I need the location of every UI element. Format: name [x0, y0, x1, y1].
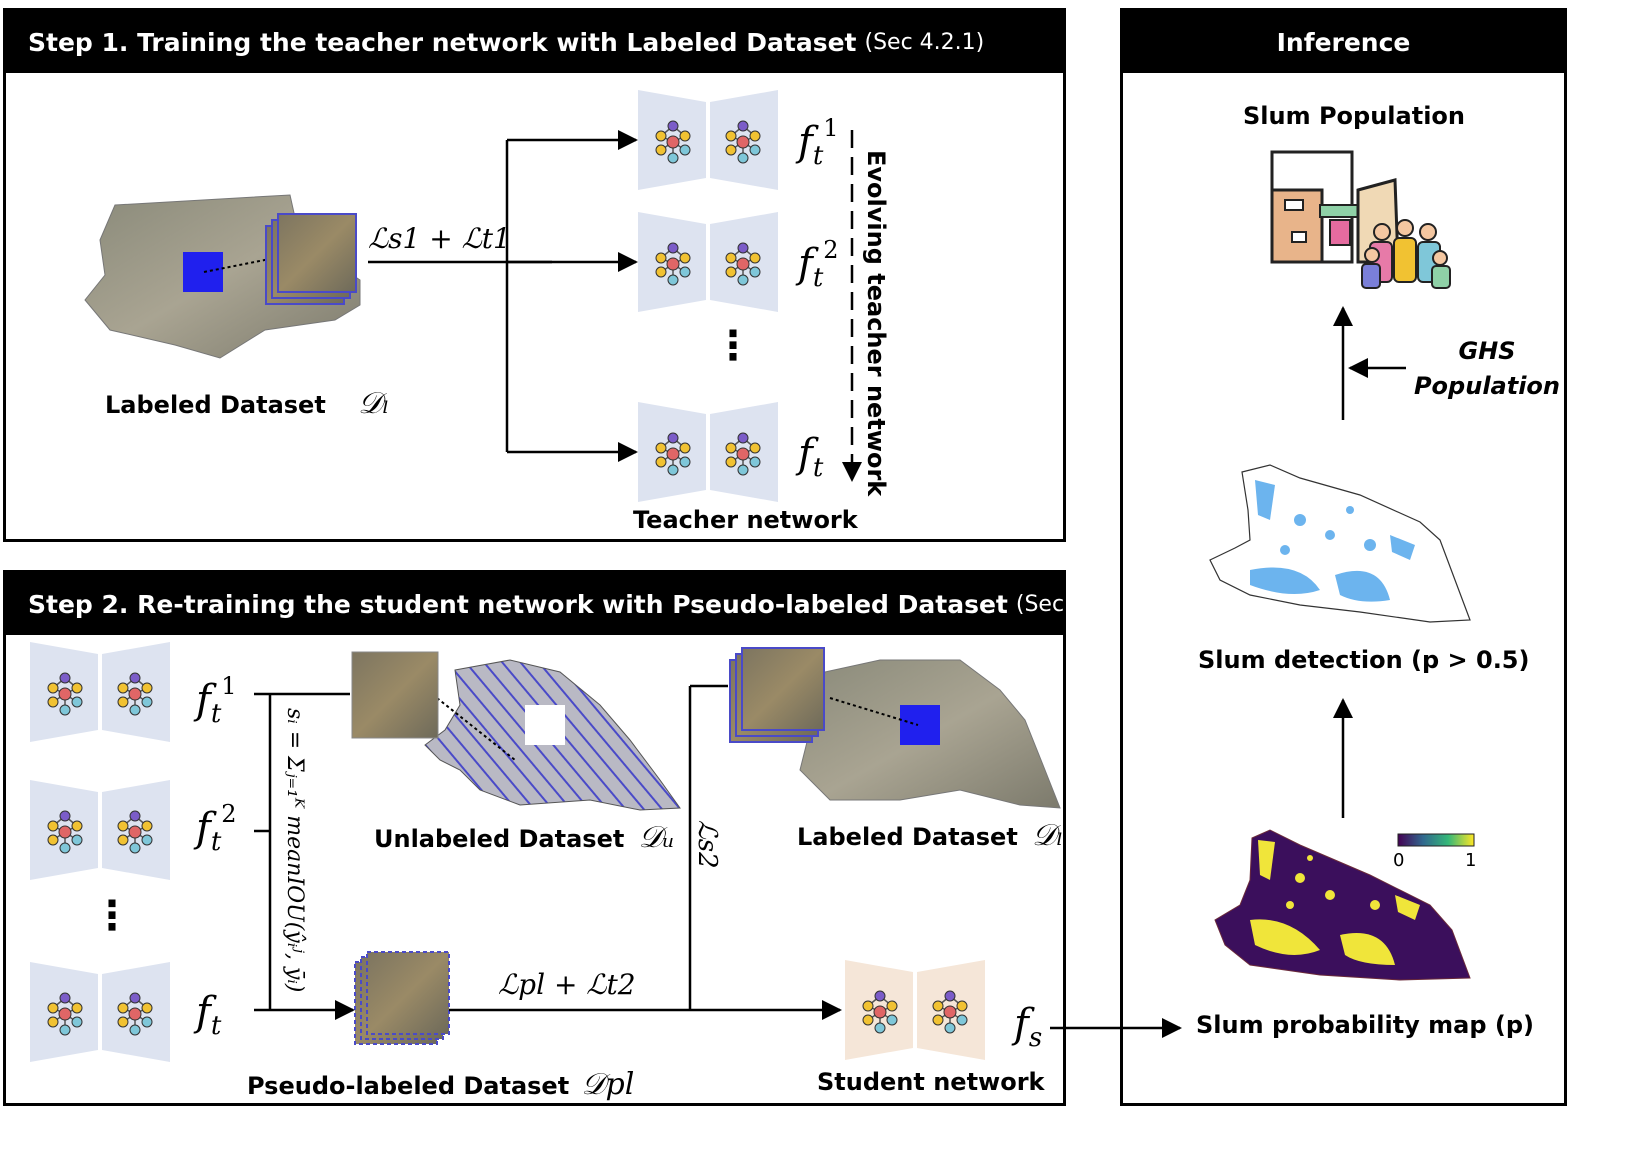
step1-ellipsis: ⋮ [713, 323, 753, 369]
step2-teacher-final [30, 962, 170, 1062]
unlabeled-text: Unlabeled Dataset [374, 825, 625, 853]
step2-labeled-map [729, 647, 1061, 809]
step2-labeled-dataset-label: Labeled Dataset 𝒟ₗ [797, 818, 1063, 853]
step1-arrows [368, 130, 862, 482]
step2-title: Step 2. Re-training the student network … [28, 589, 1008, 619]
step2-f1: f [196, 677, 211, 723]
colorbar-max: 1 [1465, 850, 1477, 871]
pseudo-dataset-label: Pseudo-labeled Dataset 𝒟pl [247, 1067, 634, 1102]
ghs-line1: GHS [1458, 337, 1516, 365]
step1-highlight-box [183, 252, 223, 292]
step2-sup-2: 2 [221, 800, 237, 828]
step2-sub-1: t [210, 699, 222, 729]
step2-teacher-label-2: ft2 [196, 802, 237, 857]
unlabeled-symbol: 𝒟ᵤ [638, 820, 675, 855]
student-network-label: Student network [817, 1068, 1045, 1096]
student-f: f [1014, 1001, 1029, 1047]
step2-sup-1: 1 [221, 672, 237, 700]
teacher-network-label: Teacher network [633, 506, 858, 534]
step1-section: (Sec 4.2.1) [864, 29, 985, 55]
pseudo-labeled-stack [354, 951, 450, 1045]
step1-title: Step 1. Training the teacher network wit… [28, 27, 857, 57]
step2-labeled-symbol: 𝒟ₗ [1032, 818, 1064, 853]
teacher-network-2 [638, 212, 778, 312]
teacher-label-1: ft1 [798, 116, 839, 171]
unlabeled-patch [351, 651, 439, 739]
slum-probability-map [1214, 829, 1471, 981]
step1-labeled-symbol: 𝒟ₗ [358, 386, 390, 421]
step2-labeled-text: Labeled Dataset [797, 823, 1018, 851]
step1-labeled-dataset-label: Labeled Dataset 𝒟ₗ [105, 386, 389, 421]
pseudo-symbol: 𝒟pl [581, 1067, 635, 1102]
unlabeled-map [351, 651, 681, 811]
inference-title: Inference [1276, 27, 1411, 57]
loss-s2-label: ℒs2 [692, 820, 722, 869]
step2-section: (Sec 4.2.2) [1015, 591, 1136, 617]
ghs-population-label: GHS Population [1412, 334, 1562, 404]
teacher-sub-final: t [812, 453, 824, 483]
step2-sub-2: t [210, 827, 222, 857]
slum-detection-label: Slum detection (p > 0.5) [1198, 646, 1530, 674]
teacher-sub-2: t [812, 263, 824, 293]
teacher-ft: f [798, 431, 813, 477]
step2-teacher-label-final: ft [196, 992, 221, 1039]
colorbar [1397, 833, 1475, 847]
evolving-teacher-label: Evolving teacher network [862, 150, 890, 497]
teacher-network-final [638, 402, 778, 502]
step2-highlight-box [900, 705, 940, 745]
student-sub: s [1028, 1023, 1043, 1053]
pseudo-text: Pseudo-labeled Dataset [247, 1072, 570, 1100]
unlabeled-hole [525, 705, 565, 745]
step1-header: Step 1. Training the teacher network wit… [6, 11, 1063, 73]
teacher-label-2: ft2 [798, 238, 839, 293]
score-formula: sᵢ = Σⱼ₌₁ᴷ meanIOU(ŷᵢʲ, ȳᵢ) [282, 708, 307, 993]
step2-teacher-2 [30, 780, 170, 880]
teacher-f1: f [798, 119, 813, 165]
slum-detection-map [1209, 464, 1471, 623]
step2-ft: f [196, 989, 211, 1035]
step1-labeled-text: Labeled Dataset [105, 391, 326, 419]
slum-population-icon [1270, 150, 1451, 289]
step2-teacher-1 [30, 642, 170, 742]
step1-patch-stack [277, 213, 357, 293]
step2-header: Step 2. Re-training the student network … [6, 573, 1136, 635]
step1-loss-label: ℒs1 + ℒt1 [368, 222, 511, 255]
prob-map-label: Slum probability map (p) [1196, 1011, 1535, 1039]
inference-header: Inference [1123, 11, 1564, 73]
teacher-label-final: ft [798, 434, 823, 481]
ghs-line2: Population [1413, 372, 1561, 400]
unlabeled-dataset-label: Unlabeled Dataset 𝒟ᵤ [374, 820, 675, 855]
student-fs-label: fs [1014, 1004, 1042, 1051]
student-network [845, 960, 985, 1060]
slum-population-label: Slum Population [1243, 102, 1465, 130]
step2-patch-stack [741, 647, 825, 731]
colorbar-min: 0 [1393, 850, 1405, 871]
loss-pl-label: ℒpl + ℒt2 [498, 968, 636, 1001]
teacher-sup-1: 1 [823, 114, 839, 142]
step2-teacher-label-1: ft1 [196, 674, 237, 729]
teacher-sub-1: t [812, 141, 824, 171]
step1-labeled-map [84, 194, 361, 359]
step2-sub-final: t [210, 1011, 222, 1041]
step2-ellipsis: ⋮ [92, 893, 132, 939]
inference-arrows [1333, 306, 1406, 818]
step2-arrows [254, 684, 1182, 1038]
step2-f2: f [196, 805, 211, 851]
teacher-f2: f [798, 241, 813, 287]
teacher-network-1 [638, 90, 778, 190]
teacher-sup-2: 2 [823, 236, 839, 264]
